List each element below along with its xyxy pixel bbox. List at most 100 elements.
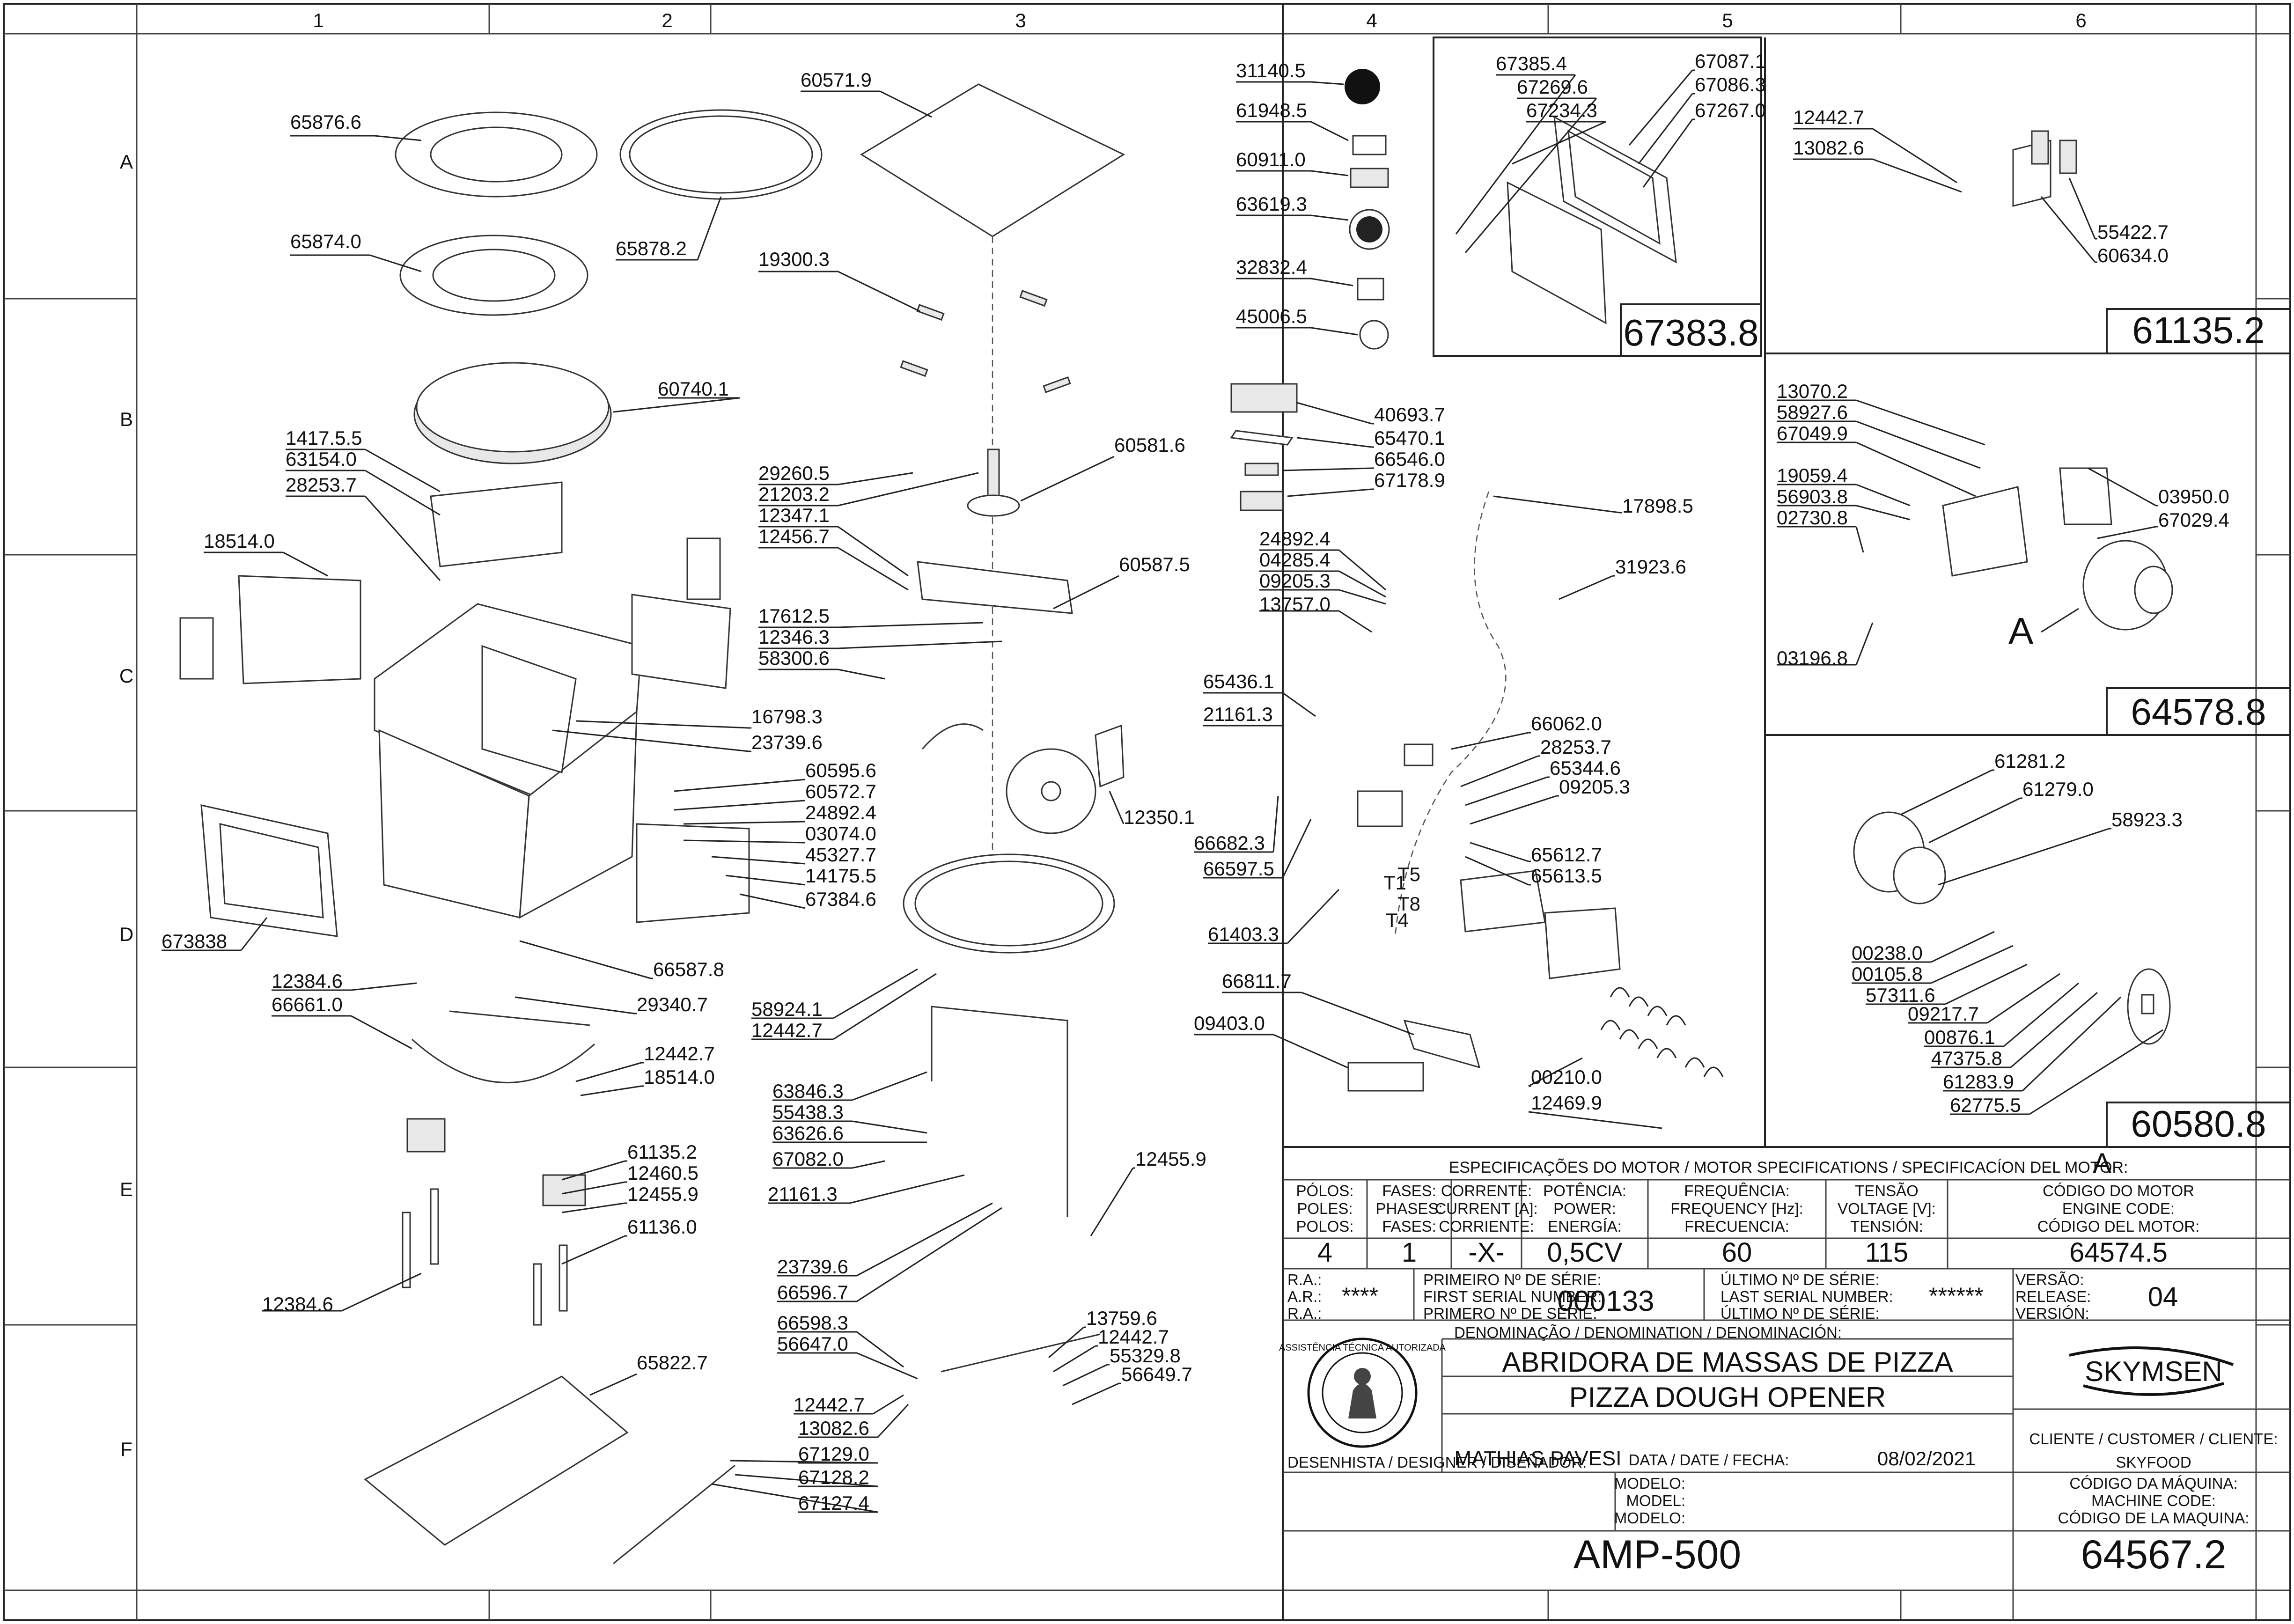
part-number-label: 66596.7 xyxy=(777,1281,848,1303)
part-number-label: 66661.0 xyxy=(272,993,343,1015)
part-number-label: 55329.8 xyxy=(1110,1345,1181,1367)
part-number-label: 66546.0 xyxy=(1374,448,1445,470)
part-number-label: 09205.3 xyxy=(1259,570,1331,592)
part-number-label: 23739.6 xyxy=(777,1256,848,1278)
subassembly-box xyxy=(1620,303,1762,357)
part-number-label: 28253.7 xyxy=(1540,736,1611,758)
wire-terminal-label: T4 xyxy=(1386,909,1409,931)
part-number-label: 60911.0 xyxy=(1236,148,1306,170)
grid-column-label: 5 xyxy=(1722,9,1733,31)
part-number-label: 1417.5.5 xyxy=(286,427,362,449)
grid-column-label: 3 xyxy=(1015,9,1026,31)
part-number-label: 32832.4 xyxy=(1236,256,1307,278)
part-number-label: 09205.3 xyxy=(1559,776,1630,798)
product-name-pt: ABRIDORA DE MASSAS DE PIZZA xyxy=(1502,1346,1953,1378)
part-number-label-grey: 09403.0 xyxy=(1194,1012,1265,1034)
part-number-label: 03950.0 xyxy=(2158,485,2229,507)
part-number-label: 65876.6 xyxy=(290,111,361,133)
part-base-ring xyxy=(411,1010,595,1083)
brand-name: SKYMSEN xyxy=(2085,1356,2222,1387)
part-number-label: 29340.7 xyxy=(637,993,708,1015)
part-number-label: 17898.5 xyxy=(1622,495,1693,517)
part-number-label: 65344.6 xyxy=(1550,757,1621,779)
part-number-label: 31923.6 xyxy=(1615,556,1686,578)
version-value: 04 xyxy=(2148,1282,2178,1312)
grid-row-label: F xyxy=(120,1438,132,1460)
machine-code-labels: CÓDIGO DA MÁQUINA:MACHINE CODE:CÓDIGO DE… xyxy=(2058,1475,2250,1527)
part-decals xyxy=(1345,69,1390,350)
part-number-label: 18514.0 xyxy=(204,530,275,552)
part-number-label: 13757.0 xyxy=(1259,593,1331,615)
header-frequency: FREQUÊNCIA:FREQUENCY [Hz]:FRECUENCIA: xyxy=(1670,1182,1803,1235)
subassembly-code: 61135.2 xyxy=(2132,309,2265,351)
product-name-en: PIZZA DOUGH OPENER xyxy=(1569,1382,1886,1413)
part-number-label: 57311.6 xyxy=(1866,984,1935,1006)
part-number-label: 65878.2 xyxy=(616,237,687,259)
part-number-label: 66598.3 xyxy=(777,1312,848,1334)
part-motor-detail xyxy=(1942,467,2173,631)
subassembly-code: 67383.8 xyxy=(1623,312,1758,353)
part-number-label: 60571.9 xyxy=(801,69,872,91)
part-number-label: 47375.8 xyxy=(1931,1047,2002,1069)
part-number-label: 03196.8 xyxy=(1777,647,1848,669)
wire-terminal-label: T1 xyxy=(1383,872,1406,894)
first-serial-value: 000133 xyxy=(1558,1285,1654,1317)
authorized-service-badge xyxy=(1307,1337,1418,1448)
part-number-label: 45327.7 xyxy=(805,844,876,866)
customer-value: SKYFOOD xyxy=(2116,1454,2191,1471)
part-number-label: 67086.3 xyxy=(1695,73,1766,96)
wire-terminal-label: T5 xyxy=(1397,863,1420,885)
part-number-label: 17612.5 xyxy=(758,605,830,627)
part-number-label: 24892.4 xyxy=(1259,528,1331,550)
part-number-label: 18514.0 xyxy=(644,1066,715,1088)
subassembly-box xyxy=(2106,687,2291,736)
part-number-label: 12455.9 xyxy=(1135,1148,1206,1170)
part-rings xyxy=(395,109,823,464)
part-number-label: 61136.0 xyxy=(627,1216,697,1238)
part-number-label: 58923.3 xyxy=(2111,808,2183,830)
part-number-label: 55438.3 xyxy=(772,1101,844,1123)
part-number-label: 63154.0 xyxy=(286,448,357,470)
part-frame-body xyxy=(238,481,731,919)
part-number-label: 61279.0 xyxy=(2022,778,2094,800)
part-number-label: 13082.6 xyxy=(1793,137,1864,159)
part-number-label: 67128.2 xyxy=(798,1466,869,1488)
part-number-label: 12384.6 xyxy=(262,1293,333,1315)
ra-labels: R.A.:A.R.:R.A.: xyxy=(1287,1271,1322,1322)
motor-spec-value: A xyxy=(2093,1147,2111,1179)
part-number-label: 12460.5 xyxy=(627,1162,698,1184)
value-poles: 4 xyxy=(1317,1237,1332,1268)
part-number-label: 61948.5 xyxy=(1236,99,1307,121)
part-number-label: 65874.0 xyxy=(290,230,361,252)
date-label: DATA / DATE / FECHA: xyxy=(1629,1451,1789,1469)
part-number-label: 58300.6 xyxy=(758,647,830,669)
part-number-label: 55422.7 xyxy=(2097,221,2169,243)
part-number-label: 60634.0 xyxy=(2097,244,2169,266)
part-labels: 65876.665878.260571.965874.019300.360740… xyxy=(162,50,2229,1514)
title-block xyxy=(1282,1146,2291,1621)
part-number-label: 00238.0 xyxy=(1852,942,1923,964)
part-number-label: 56903.8 xyxy=(1777,485,1848,507)
grid-row-label: C xyxy=(119,665,133,687)
part-number-label: 61135.2 xyxy=(627,1141,697,1163)
part-number-label: 12442.7 xyxy=(794,1394,865,1416)
grid-column-label: 6 xyxy=(2075,9,2086,31)
part-number-label: 60572.7 xyxy=(805,780,876,802)
part-number-label: 19059.4 xyxy=(1777,464,1848,486)
part-number-label: 58927.6 xyxy=(1777,401,1848,423)
first-serial-labels: PRIMEIRO Nº DE SÉRIE:FIRST SERIAL NUMBER… xyxy=(1423,1271,1602,1322)
model-value: AMP-500 xyxy=(1573,1532,1742,1577)
leader-lines xyxy=(162,69,2163,1513)
part-number-label: 66597.5 xyxy=(1203,858,1274,880)
subassembly-code: 60580.8 xyxy=(2131,1103,2266,1145)
part-number-label: 21161.3 xyxy=(1203,703,1273,725)
part-bottom-plate xyxy=(364,1375,629,1546)
designer-label: DESENHISTA / DESIGNER / DISEÑADOR: xyxy=(1287,1454,1587,1471)
part-number-label: 14175.5 xyxy=(805,865,876,887)
part-number-label: 29260.5 xyxy=(758,462,830,484)
header-poles: PÓLOS:POLES:POLOS: xyxy=(1296,1182,1354,1235)
part-number-label: 12350.1 xyxy=(1124,806,1195,828)
